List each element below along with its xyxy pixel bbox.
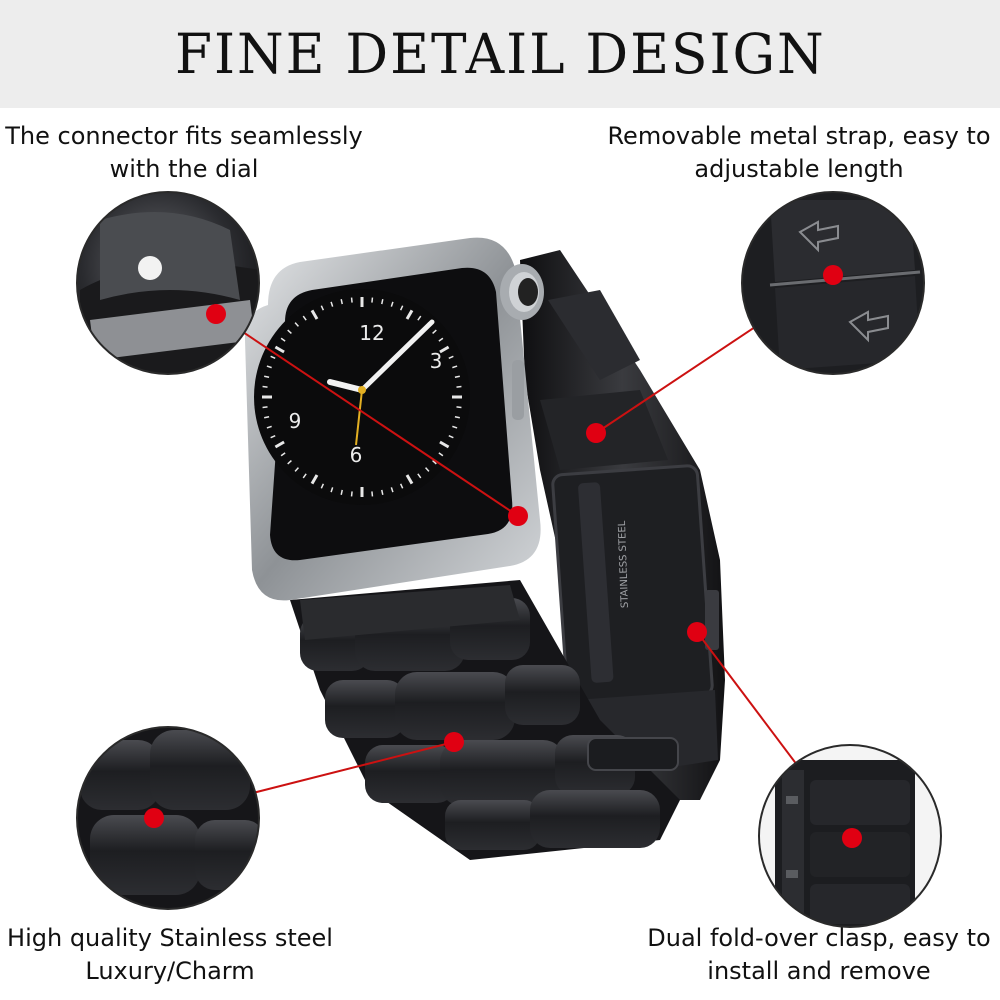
dial-number-6: 6: [350, 443, 363, 467]
dial-tick: [310, 474, 319, 485]
dial-tick: [270, 355, 276, 360]
dial-tick: [262, 406, 268, 409]
hour-hand: [327, 379, 365, 393]
caption-line: Removable metal strap, easy to: [607, 122, 991, 150]
marker-dot-icon: [206, 304, 226, 324]
dial-tick: [302, 473, 307, 479]
marker-dot-icon: [823, 265, 843, 285]
dial-tick: [425, 467, 430, 472]
caption-line: install and remove: [707, 957, 931, 985]
caption-line: The connector fits seamlessly: [5, 122, 363, 150]
dial-tick: [454, 375, 460, 378]
dial-tick: [280, 452, 286, 457]
dial-number-9: 9: [289, 409, 302, 433]
dial-tick: [456, 406, 462, 409]
dial-tick: [340, 489, 343, 495]
dial-tick: [454, 416, 460, 419]
dial-tick: [452, 425, 458, 429]
caption-line: adjustable length: [694, 155, 904, 183]
clasp-engraving: STAINLESS STEEL: [617, 520, 631, 608]
dial-tick: [330, 487, 334, 493]
detail-connector: [76, 191, 260, 375]
dial-tick: [371, 297, 374, 303]
arrow-icon: [798, 220, 839, 253]
marker-dot-icon: [444, 732, 464, 752]
side-button: [512, 360, 524, 420]
caption-line: Dual fold-over clasp, easy to: [647, 924, 991, 952]
dial-tick: [340, 299, 343, 305]
right-band: STAINLESS STEEL: [520, 250, 725, 800]
dial-tick: [371, 491, 374, 497]
dial-tick: [417, 315, 422, 321]
caption-clasp: Dual fold-over clasp, easy to install an…: [638, 922, 1000, 988]
dial-tick: [417, 473, 422, 479]
minute-hand: [359, 319, 435, 393]
dial-tick: [350, 491, 353, 497]
dial-tick: [438, 452, 444, 457]
caption-line: High quality Stainless steel: [7, 924, 333, 952]
marker-dot-icon: [586, 423, 606, 443]
dial-tick: [390, 301, 394, 307]
marker-dot-icon: [144, 808, 164, 828]
dial-tick: [294, 322, 299, 327]
dial-tick: [438, 337, 444, 342]
dial-tick: [381, 299, 384, 305]
dial-tick: [287, 329, 292, 334]
dial-tick: [432, 329, 437, 334]
markers: [144, 265, 862, 848]
dial-tick: [330, 301, 334, 307]
second-hand: [355, 389, 363, 446]
marker-dot-icon: [687, 622, 707, 642]
dial-tick: [287, 460, 292, 465]
caption-removable-strap: Removable metal strap, easy to adjustabl…: [598, 120, 1000, 186]
dial-tick: [405, 474, 414, 485]
dial-tick: [274, 440, 285, 449]
dial-tick: [310, 309, 319, 320]
dial-number-3: 3: [430, 349, 443, 373]
dial-tick: [381, 489, 384, 495]
arrow-icon: [848, 310, 889, 343]
dial-tick: [302, 315, 307, 321]
dial-tick: [432, 460, 437, 465]
dial-tick: [270, 434, 276, 439]
dial-tick: [399, 483, 404, 489]
detail-stainless-links: [76, 726, 260, 910]
page-title: FINE DETAIL DESIGN: [174, 22, 826, 86]
dial-tick: [274, 345, 285, 354]
dial-tick: [448, 355, 454, 360]
dial-tick: [266, 365, 272, 369]
dial-tick: [320, 483, 325, 489]
dial-tick: [390, 487, 394, 493]
caption-stainless-steel: High quality Stainless steel Luxury/Char…: [0, 922, 340, 988]
dial-tick: [320, 305, 325, 311]
title-banner: FINE DETAIL DESIGN: [0, 0, 1000, 108]
dial-tick: [294, 467, 299, 472]
dial-tick: [280, 337, 286, 342]
dial-tick: [399, 305, 404, 311]
digital-crown-icon: [500, 264, 544, 320]
dial-tick: [439, 440, 450, 449]
caption-connector: The connector fits seamlessly with the d…: [0, 120, 368, 186]
watch-dial: 12 3 6 9: [254, 289, 470, 505]
caption-line: with the dial: [109, 155, 259, 183]
dial-tick: [262, 385, 268, 388]
dial-tick: [264, 416, 270, 419]
dial-number-12: 12: [359, 321, 384, 345]
marker-dot-icon: [842, 828, 862, 848]
dial-tick: [264, 375, 270, 378]
dial-tick: [405, 309, 414, 320]
dial-tick: [350, 297, 353, 303]
dial-tick: [456, 385, 462, 388]
dial-tick: [266, 425, 272, 429]
dial-tick: [439, 345, 450, 354]
dial-tick: [452, 365, 458, 369]
marker-dot-icon: [508, 506, 528, 526]
dial-tick: [448, 434, 454, 439]
caption-line: Luxury/Charm: [85, 957, 255, 985]
